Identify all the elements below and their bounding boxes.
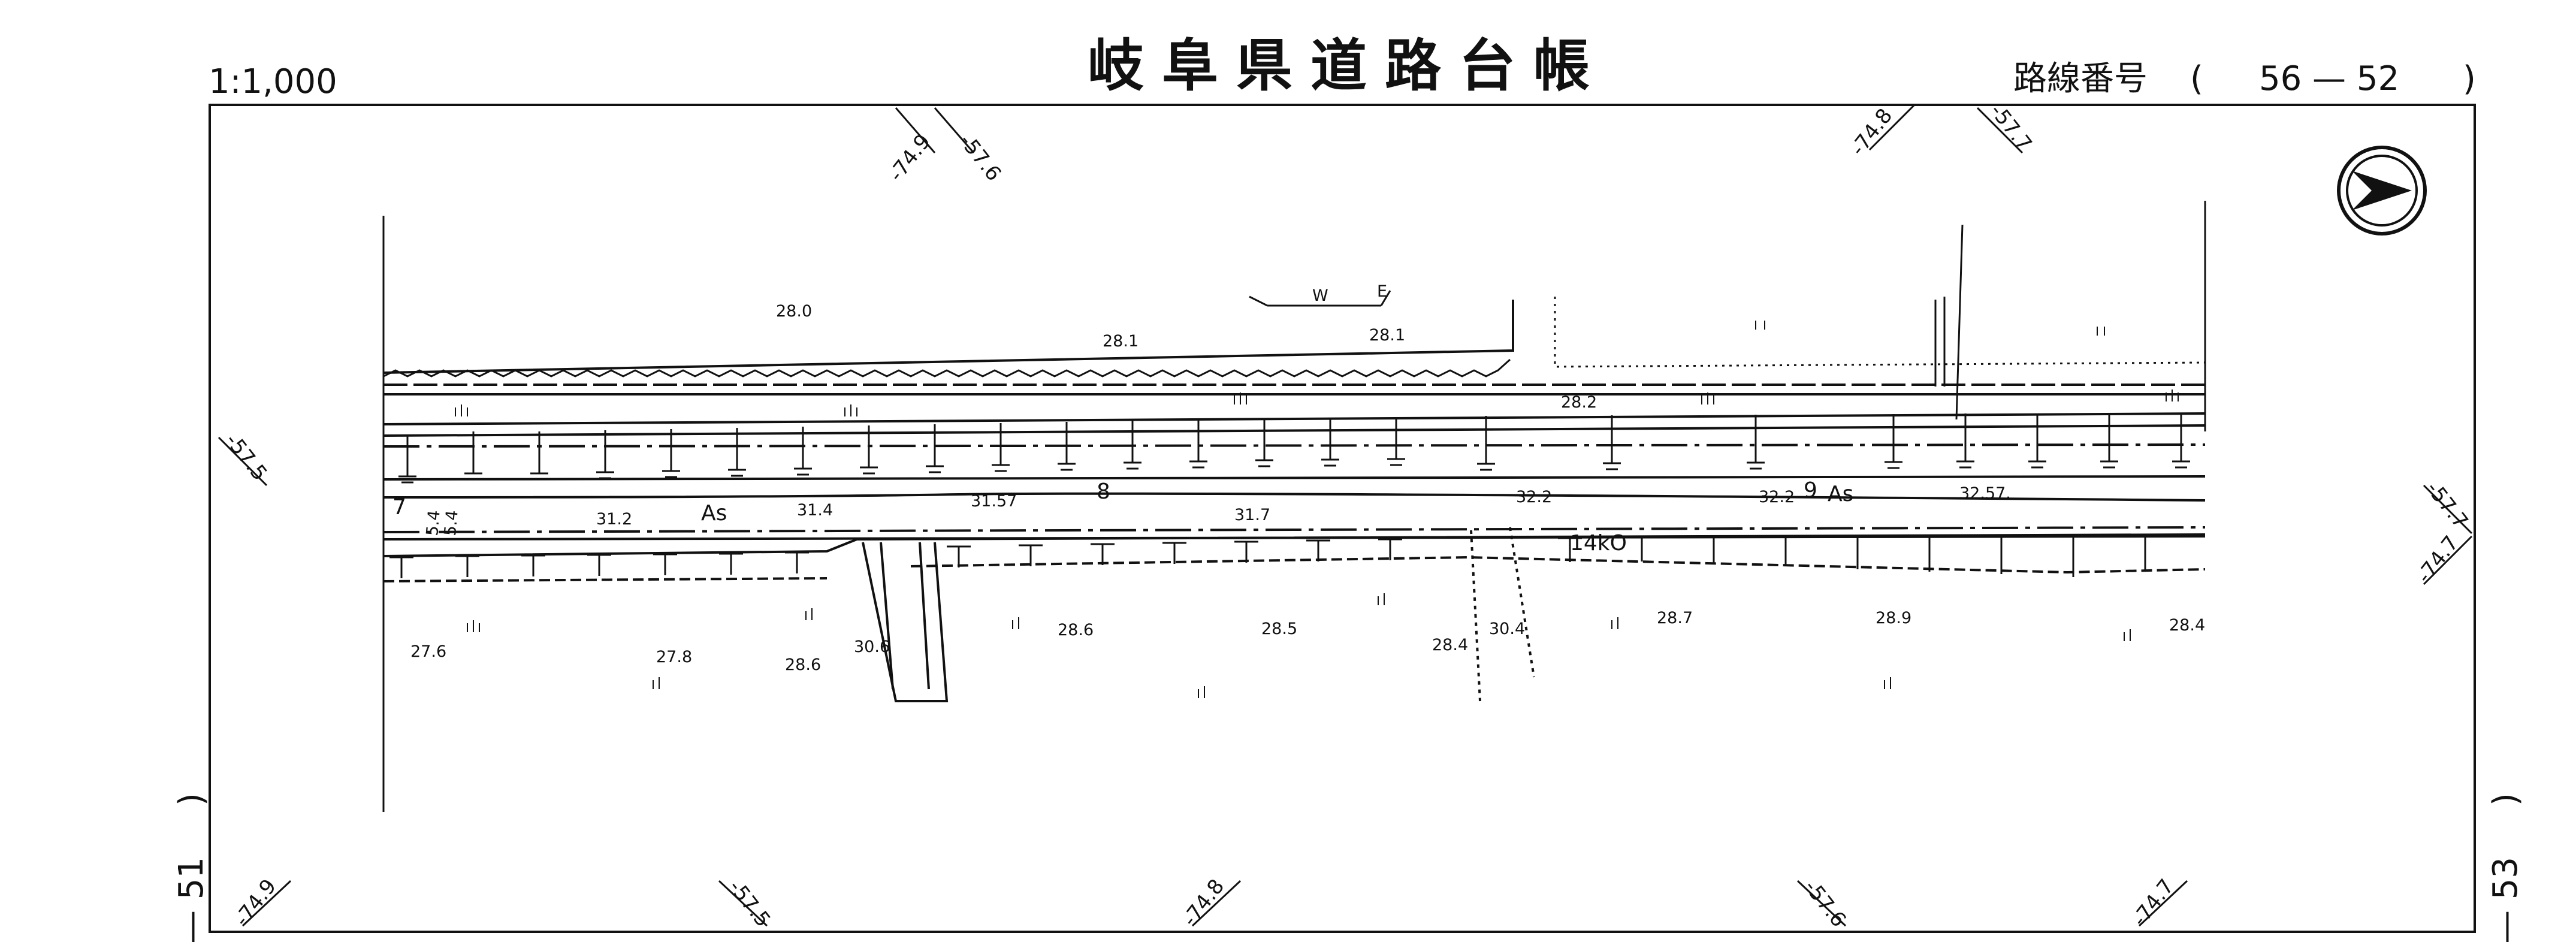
route-label: 路線番号 (2013, 59, 2148, 98)
surface-label: As (1828, 482, 1853, 506)
drainage-channel (862, 527, 1535, 702)
grid-label-top: -57.7 (1985, 99, 2037, 156)
svg-text:E: E (1377, 282, 1387, 301)
grass-symbols (455, 321, 2179, 698)
grid-label-top: -57.6 (955, 129, 1006, 186)
left-adjacent-paren: ) (172, 793, 211, 806)
fence-line (1554, 297, 2206, 368)
spot-elevation: 28.6 (785, 656, 821, 674)
station-label: 7 (392, 495, 406, 520)
route-number: 56 — 52 (2259, 59, 2399, 98)
road-elevation: 31.2 (596, 510, 632, 529)
grid-ticks (218, 104, 2473, 927)
building-outline (1934, 224, 1964, 420)
page-title: 岐阜県道路台帳 (1088, 34, 1608, 99)
scale-label: 1:1,000 (209, 62, 337, 101)
spot-elevation: 30.6 (854, 638, 890, 656)
road-edges (383, 300, 2206, 582)
grid-label-bottom: -57.5 (724, 875, 775, 932)
spot-elevation: 28.1 (1369, 326, 1405, 345)
spot-elevation: 28.4 (1432, 636, 1468, 654)
grid-label-top: -74.9 (884, 130, 936, 186)
spot-elevation: 28.4 (2169, 616, 2205, 635)
station-label: 8 (1097, 479, 1110, 504)
retaining-wall (383, 358, 1511, 378)
grid-label-right: -57.7 (2421, 477, 2473, 533)
spot-elevation: 28.1 (1103, 332, 1138, 351)
road-elevation: 31.4 (797, 501, 833, 520)
spot-elevation: 28.0 (776, 302, 812, 321)
spot-elevation: 28.7 (1657, 609, 1693, 627)
surface-label: As (701, 501, 727, 526)
weir-symbol: W E (1249, 282, 1391, 307)
left-adjacent-sheet: — 51 (172, 857, 211, 942)
grid-label-right: -74.7 (2412, 532, 2464, 588)
road-elevation: 32.2 (1759, 488, 1795, 506)
spot-elevation: 28.2 (1561, 393, 1597, 412)
road-elevation: 32.2 (1516, 488, 1552, 506)
spot-elevation: 28.6 (1058, 621, 1094, 639)
station-label: 9 (1804, 478, 1817, 503)
spot-elevation: 28.5 (1261, 620, 1297, 638)
kilometer-post: 14kO (1570, 531, 1627, 555)
grid-label-top: -74.8 (1846, 104, 1898, 161)
north-arrow-icon (2337, 146, 2427, 236)
route-open-paren: ( (2190, 59, 2203, 98)
grid-label-bottom: -74.7 (2128, 875, 2179, 931)
spot-elevation: 27.8 (656, 648, 692, 666)
side-mark: 5.4 (441, 509, 462, 536)
svg-text:W: W (1312, 286, 1328, 305)
road-elevation: 32.57. (1959, 484, 2011, 503)
slope-hatching-north (398, 413, 2190, 484)
spot-elevation: 27.6 (410, 642, 446, 661)
map-frame (209, 104, 2476, 933)
road-elevation: 31.57 (971, 492, 1017, 511)
grid-label-bottom: -74.8 (1178, 875, 1230, 931)
slope-hatching-south (389, 533, 2157, 578)
right-adjacent-paren: ) (2486, 793, 2525, 806)
side-mark: 5.4 (423, 509, 444, 536)
spot-elevation: 30.4 (1489, 620, 1525, 638)
road-elevation: 31.7 (1234, 506, 1270, 524)
right-adjacent-sheet: — 53 (2486, 857, 2525, 942)
route-close-paren: ) (2463, 59, 2476, 98)
sheet-extent-lines (382, 201, 2206, 812)
grid-label-bottom: -74.9 (230, 875, 282, 931)
spot-elevation: 28.9 (1876, 609, 1911, 627)
grid-label-left: -57.5 (221, 429, 272, 485)
